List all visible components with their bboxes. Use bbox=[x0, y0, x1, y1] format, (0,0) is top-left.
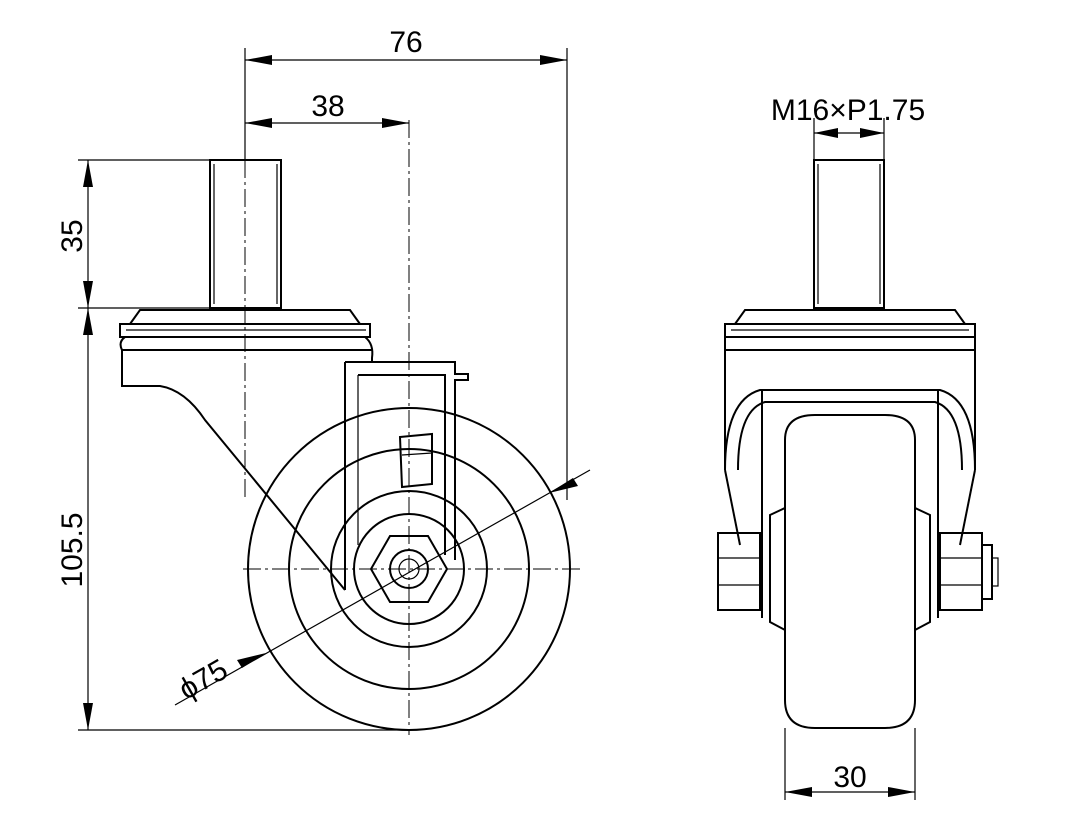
dim-total-width-label: 76 bbox=[389, 26, 422, 59]
front-wheel bbox=[769, 414, 931, 729]
dim-stem-length-label: 35 bbox=[56, 219, 89, 252]
front-view: M16×P1.75 30 bbox=[717, 94, 999, 800]
side-view: 76 38 35 105.5 bbox=[56, 26, 591, 735]
dim-stem-length bbox=[78, 159, 210, 309]
dim-offset bbox=[245, 118, 409, 128]
front-fork bbox=[724, 389, 976, 618]
dim-wheel-width bbox=[784, 728, 916, 800]
dim-thread bbox=[813, 118, 885, 160]
dim-wheel-width-label: 30 bbox=[833, 761, 866, 794]
front-top-plate bbox=[724, 309, 976, 470]
front-axle-nuts bbox=[717, 532, 999, 611]
dim-overall-height-label: 105.5 bbox=[56, 512, 89, 587]
side-top-plate bbox=[119, 309, 374, 591]
side-fork-leg bbox=[344, 361, 469, 590]
dim-offset-label: 38 bbox=[311, 90, 344, 123]
dim-thread-label: M16×P1.75 bbox=[771, 94, 925, 127]
dim-total-width bbox=[244, 48, 568, 500]
dim-wheel-diameter bbox=[174, 469, 591, 706]
dim-wheel-diameter-label: ϕ75 bbox=[173, 653, 233, 706]
front-stem bbox=[813, 159, 885, 309]
dim-overall-height bbox=[78, 308, 409, 731]
